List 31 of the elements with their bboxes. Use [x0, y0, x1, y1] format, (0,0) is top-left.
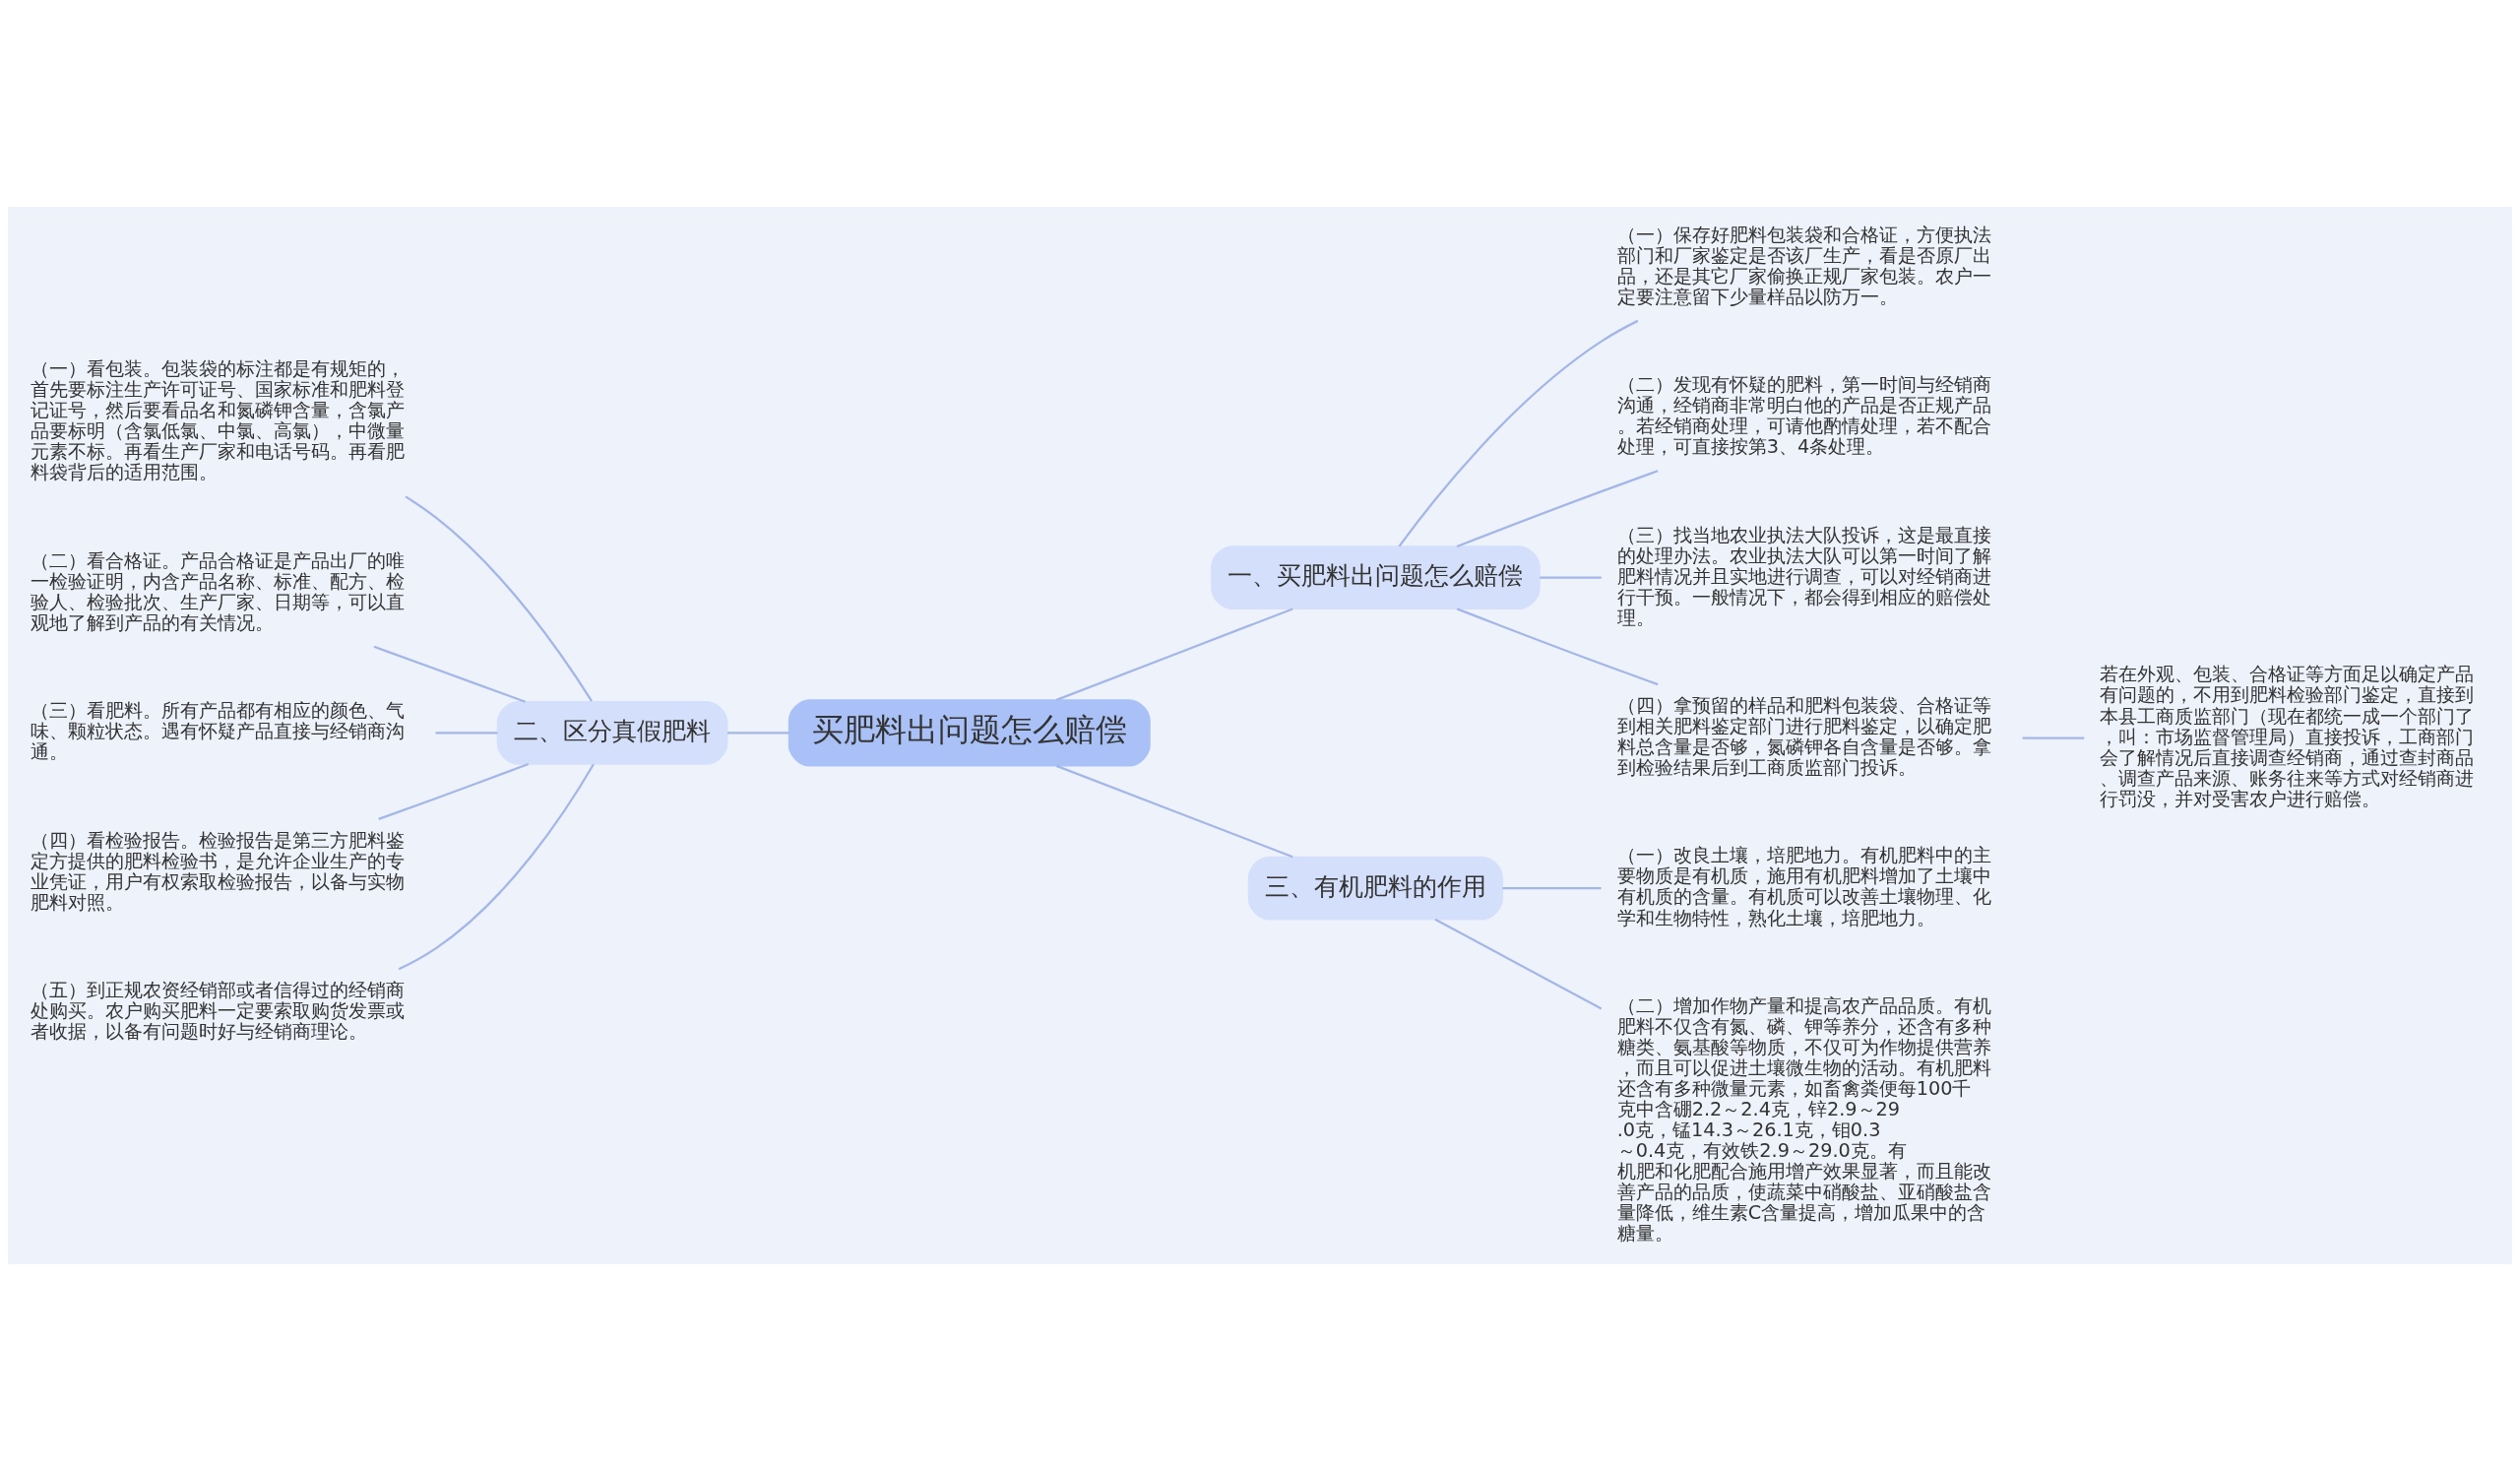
node-text: （二）增加作物产量和提高农产品品质。有机肥料不仅含有氮、磷、钾等养分，还含有多种糖类、氨基酸等物质，不仅可为作物提供营养，而且可以促进土壤微生物的活动。有机肥料还含有多种微量元素，如畜禽粪便每100千克中含硼2.2～2.4克，锌2.9～29.0克，锰14.3～26.1克，钼0.3～0.4克，有效铁2.9～29.0克。有机肥和化肥配合施用增产效果显著，而且能改善产品的品质，使蔬菜中硝酸盐、亚硝酸盐含量降低，维生素C含量提高，增加瓜果中的含糖量。	[1616, 993, 1991, 1246]
connector	[2022, 736, 2085, 739]
node-text: 若在外观、包装、合格证等方面足以确定产品有问题的，不用到肥料检验部门鉴定，直接到本县工商质监部门（现在都统一成一个部门了，叫：市场监督管理局）直接投诉，工商部门会了解情况后直接调查经销商，通过查封商品、调查产品来源、账务往来等方式对经销商进行罚没，并对受害农户进行赔偿。	[2100, 663, 2475, 810]
connector	[1456, 608, 1659, 686]
node-text: （三）看肥料。所有产品都有相应的颜色、气味、颗粒状态。遇有怀疑产品直接与经销商沟通。	[30, 699, 405, 764]
node-text: （四）看检验报告。检验报告是第三方肥料鉴定方提供的肥料检验书，是允许企业生产的专业凭证，用户有权索取检验报告，以备与实物肥料对照。	[30, 828, 405, 914]
node-text: （五）到正规农资经销部或者信得过的经销商处购买。农户购买肥料一定要索取购货发票或者收据，以备有问题时好与经销商理论。	[30, 979, 405, 1044]
node-text: （二）发现有怀疑的肥料，第一时间与经销商沟通，经销商非常明白他的产品是否正规产品。若经销商处理，可请他酌情处理，若不配合处理，可直接按第3、4条处理。	[1616, 373, 1991, 459]
node-box: 一、买肥料出问题怎么赔偿	[1211, 545, 1541, 610]
connector	[1434, 918, 1603, 1010]
node-text: （一）改良土壤，培肥地力。有机肥料中的主要物质是有机质，施用有机肥料增加了土壤中有机质的含量。有机质可以改善土壤物理、化学和生物特性，熟化土壤，培肥地力。	[1616, 844, 1991, 929]
connector	[1055, 608, 1293, 701]
node-text: （一）看包装。包装袋的标注都是有规矩的，首先要标注生产许可证号、国家标准和肥料登记证号，然后要看品名和氮磷钾含量，含氯产品要标明（含氯低氯、中氯、高氯），中微量元素不标。再看生产厂家和电话号码。再看肥料袋背后的适用范围。	[30, 357, 405, 484]
connector	[435, 732, 498, 735]
node-box: 买肥料出问题怎么赔偿	[788, 699, 1151, 767]
connector	[405, 495, 594, 702]
connector	[398, 763, 595, 971]
connector	[1055, 764, 1293, 859]
node-box: 三、有机肥料的作用	[1247, 856, 1504, 921]
node-text: （一）保存好肥料包装袋和合格证，方便执法部门和厂家鉴定是否该厂生产，看是否原厂出品，还是其它厂家偷换正规厂家包装。农户一定要注意留下少量样品以防万一。	[1616, 223, 1991, 308]
node-text: （三）找当地农业执法大队投诉，这是最直接的处理办法。农业执法大队可以第一时间了解肥料情况并且实地进行调查，可以对经销商进行干预。一般情况下，都会得到相应的赔偿处理。	[1616, 523, 1991, 629]
connector	[378, 762, 530, 820]
node-box: 二、区分真假肥料	[496, 700, 728, 765]
connector	[727, 732, 789, 735]
connector	[1502, 886, 1602, 890]
connector	[1456, 470, 1659, 548]
connector	[1540, 576, 1602, 579]
node-text: （四）拿预留的样品和肥料包装袋、合格证等到相关肥料鉴定部门进行肥料鉴定，以确定肥料总含量是否够，氮磷钾各自含量是否够。拿到检验结果后到工商质监部门投诉。	[1616, 694, 1991, 780]
connector	[1398, 319, 1639, 547]
node-text: （二）看合格证。产品合格证是产品出厂的唯一检验证明，内含产品名称、标准、配方、检验人、检验批次、生产厂家、日期等，可以直观地了解到产品的有关情况。	[30, 548, 405, 634]
connector	[373, 645, 526, 703]
